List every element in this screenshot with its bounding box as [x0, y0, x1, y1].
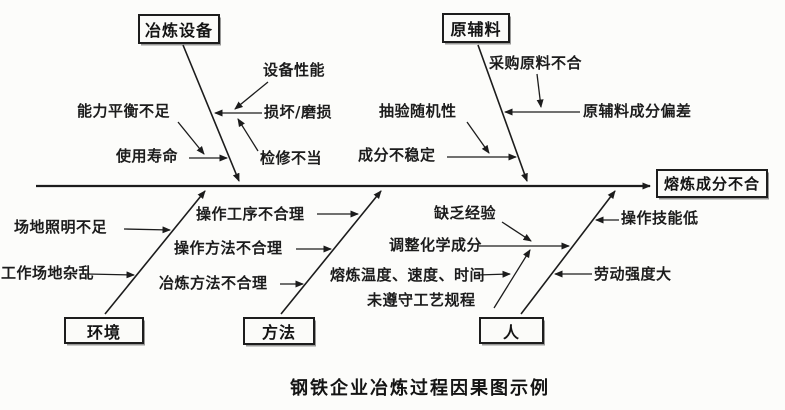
- category-box-raw-materials: 原辅料: [442, 13, 510, 43]
- cause-service-life: 使用寿命: [116, 147, 179, 165]
- category-box-environment: 环境: [64, 317, 144, 344]
- category-box-method: 方法: [243, 317, 315, 345]
- cause-low-skill: 操作技能低: [621, 209, 699, 227]
- arrow-messy-worksite: [86, 271, 135, 279]
- branch-environment: [104, 190, 206, 315]
- arrow-equipment-performance: [234, 81, 269, 110]
- arrow-temperature-speed-time: [476, 270, 511, 278]
- cause-not-following-procedures: 未遵守工艺规程: [367, 291, 476, 309]
- branch-people: [520, 190, 616, 315]
- arrow-improper-maintenance: [237, 118, 259, 152]
- cause-purchased-material-nonconforming: 采购原料不合: [489, 54, 583, 72]
- cause-unreasonable-procedure: 操作工序不合理: [196, 205, 305, 223]
- diagram-lines: [36, 44, 651, 315]
- cause-lack-of-experience: 缺乏经验: [434, 204, 497, 222]
- cause-equipment-performance: 设备性能: [263, 61, 326, 79]
- cause-messy-worksite: 工作场地杂乱: [1, 264, 95, 282]
- cause-high-labor-intensity: 劳动强度大: [594, 265, 672, 283]
- cause-unreasonable-smelting-method: 冶炼方法不合理: [159, 274, 268, 292]
- cause-unreasonable-method: 操作方法不合理: [174, 239, 283, 257]
- cause-capacity-balance: 能力平衡不足: [77, 102, 171, 120]
- cause-adjust-chemical-composition: 调整化学成分: [389, 236, 483, 254]
- arrow-capacity-balance: [177, 121, 205, 155]
- diagram-title: 钢铁企业冶炼过程因果图示例: [290, 378, 550, 399]
- arrow-sampling-randomness: [466, 121, 490, 154]
- arrow-insufficient-lighting: [123, 226, 171, 234]
- subbranch-procedures: [493, 249, 531, 309]
- arrow-purchased-material: [536, 73, 544, 108]
- branch-materials: [477, 44, 528, 182]
- cause-improper-maintenance: 检修不当: [260, 149, 323, 167]
- cause-unstable-composition: 成分不稳定: [358, 146, 436, 164]
- category-box-people: 人: [479, 317, 544, 344]
- cause-material-composition-deviation: 原辅料成分偏差: [583, 102, 692, 120]
- branch-equipment: [182, 44, 240, 182]
- cause-insufficient-lighting: 场地照明不足: [14, 218, 108, 236]
- cause-damage-wear: 损坏/磨损: [264, 103, 332, 121]
- cause-temperature-speed-time: 熔炼温度、速度、时间: [330, 266, 486, 284]
- category-box-smelting-equipment: 冶炼设备: [138, 14, 220, 44]
- branch-method: [280, 190, 382, 315]
- arrow-lack-of-experience: [501, 221, 532, 242]
- cause-sampling-randomness: 抽验随机性: [379, 102, 457, 120]
- effect-box: 熔炼成分不合: [656, 169, 768, 198]
